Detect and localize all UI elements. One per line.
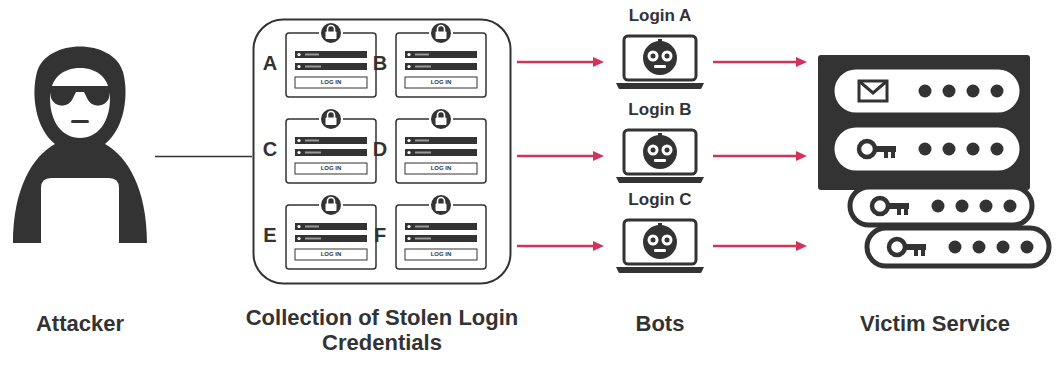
- bot-laptop: [615, 128, 705, 184]
- card-letter: B: [371, 52, 389, 75]
- bot-laptop: [615, 218, 705, 274]
- login-card: BLOG IN: [395, 32, 487, 98]
- server-icon: [815, 50, 1055, 270]
- victim-node: Victim Service: [815, 50, 1055, 270]
- hacker-figure: [5, 28, 155, 243]
- group-label: Bots: [600, 311, 720, 336]
- bot-label: Login C: [612, 190, 708, 210]
- login-form: [285, 32, 377, 98]
- laptop-icon: [615, 128, 705, 184]
- card-letter: C: [261, 138, 279, 161]
- collection-node: Collection of Stolen Login CredentialsAL…: [252, 18, 512, 285]
- login-card: ALOG IN: [285, 32, 377, 98]
- attacker-node: Attacker: [5, 28, 155, 338]
- node-label: Attacker: [5, 311, 155, 336]
- bot-label: Login A: [612, 6, 708, 26]
- card-letter: F: [371, 224, 389, 247]
- node-label: Victim Service: [815, 311, 1055, 336]
- laptop-icon: [615, 34, 705, 90]
- arrow: [517, 57, 604, 67]
- login-card: DLOG IN: [395, 118, 487, 184]
- button-text: LOG IN: [295, 78, 367, 87]
- login-card: CLOG IN: [285, 118, 377, 184]
- button-text: LOG IN: [405, 164, 477, 173]
- bot-label: Login B: [612, 100, 708, 120]
- button-text: LOG IN: [405, 250, 477, 259]
- bot-laptop: [615, 34, 705, 90]
- node-label: Collection of Stolen Login Credentials: [202, 305, 562, 356]
- arrow: [713, 241, 807, 251]
- login-form: [285, 118, 377, 184]
- card-letter: E: [261, 224, 279, 247]
- bot-node: Login B: [612, 100, 708, 190]
- button-text: LOG IN: [405, 78, 477, 87]
- laptop-icon: [615, 218, 705, 274]
- login-form: [395, 204, 487, 270]
- button-text: LOG IN: [295, 250, 367, 259]
- button-text: LOG IN: [295, 164, 367, 173]
- arrow: [713, 151, 807, 161]
- bot-node: Login C: [612, 190, 708, 280]
- arrow: [517, 241, 604, 251]
- arrow: [517, 151, 604, 161]
- login-card: FLOG IN: [395, 204, 487, 270]
- card-letter: D: [371, 138, 389, 161]
- login-form: [395, 118, 487, 184]
- card-letter: A: [261, 52, 279, 75]
- login-card: ELOG IN: [285, 204, 377, 270]
- arrow: [713, 57, 807, 67]
- login-form: [395, 32, 487, 98]
- bot-node: Login A: [612, 6, 708, 96]
- connector-line: [155, 156, 252, 157]
- login-form: [285, 204, 377, 270]
